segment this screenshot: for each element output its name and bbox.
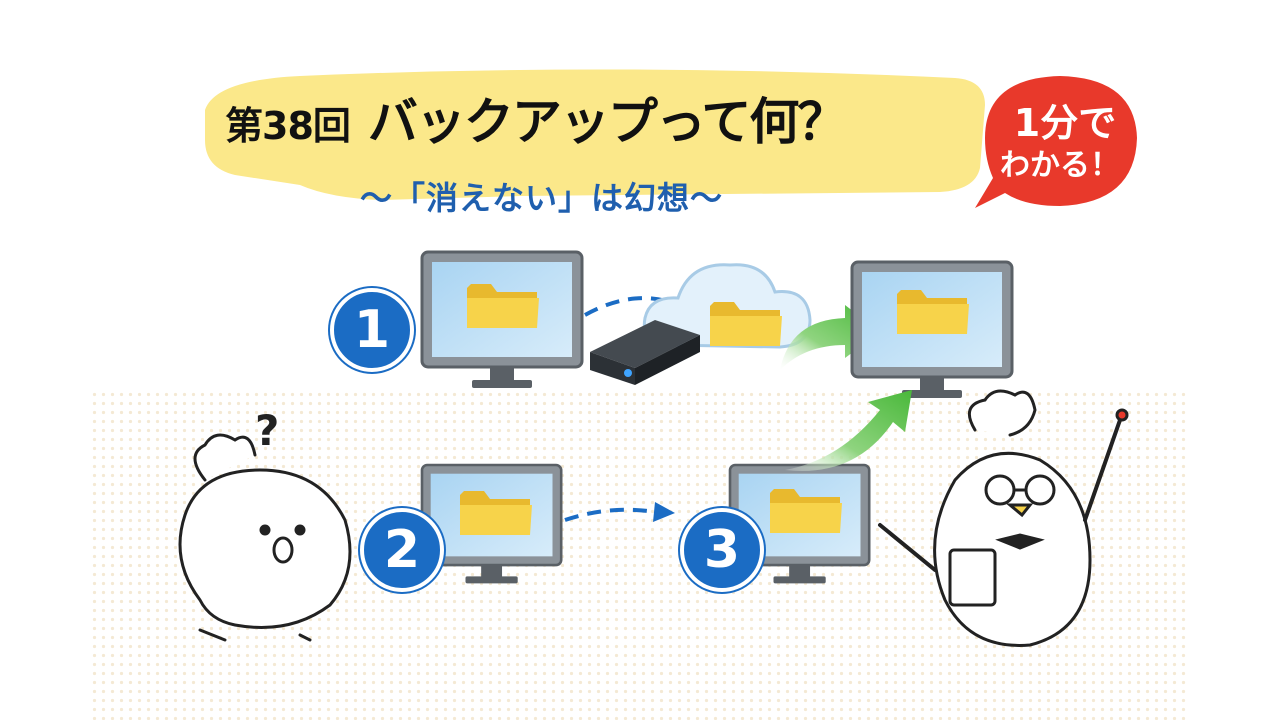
external-drive-icon: [590, 320, 700, 385]
monitor-restored: [850, 260, 1014, 400]
confused-chick: ?: [178, 406, 352, 642]
title-area: 第38回 バックアップって何？: [225, 82, 945, 162]
badge-bubble: [975, 76, 1137, 208]
step-number-3: 3: [680, 508, 764, 592]
restore-arrow-2: [785, 390, 912, 471]
subtitle: 〜「消えない」は幻想〜: [360, 179, 724, 217]
badge-line2: わかる！: [1000, 148, 1120, 183]
cloud-icon: [642, 263, 812, 349]
monitor-1: [420, 250, 584, 390]
dashed-connector-2: [564, 507, 656, 522]
page-title: バックアップって何？: [367, 93, 847, 151]
step-number-1: 1: [330, 288, 414, 372]
svg-text:?: ?: [255, 406, 279, 455]
badge-line1: 1分で: [1013, 101, 1117, 145]
monitor-2: [420, 463, 563, 585]
arrowhead-icon: [653, 502, 675, 522]
step-number-2: 2: [360, 508, 444, 592]
episode-label: 第38回: [225, 104, 351, 148]
teacher-chick: [878, 389, 1129, 647]
